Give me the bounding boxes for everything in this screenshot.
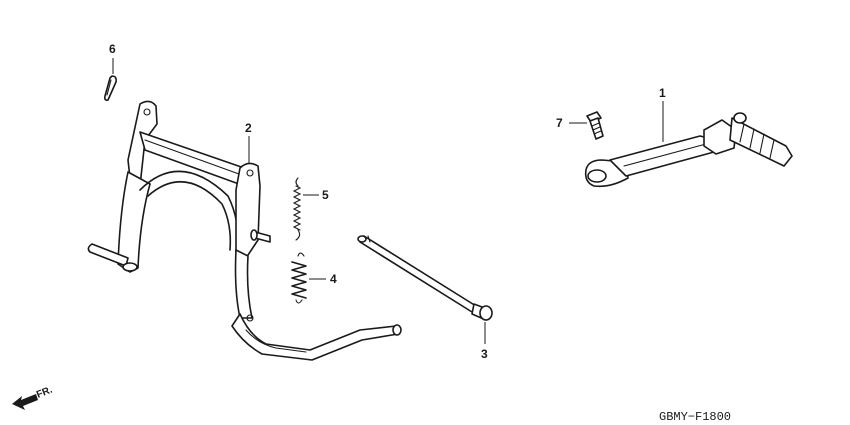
kick-starter-arm [584,112,793,188]
kick-bolt [586,111,604,140]
diagram-code: GBMY−F1800 [659,410,731,424]
small-spring [292,177,302,241]
front-direction-arrow [12,394,38,410]
callout-5: 5 [322,188,329,202]
callout-4: 4 [330,272,337,286]
callout-6: 6 [109,42,116,56]
cotter-pin [104,75,117,101]
front-label: FR. [35,384,54,400]
large-spring [291,252,307,304]
stand-shaft [357,235,493,321]
callout-2: 2 [245,121,252,135]
callout-1: 1 [659,86,666,100]
main-stand [87,100,402,361]
callout-7: 7 [556,116,563,130]
callout-3: 3 [481,347,488,361]
